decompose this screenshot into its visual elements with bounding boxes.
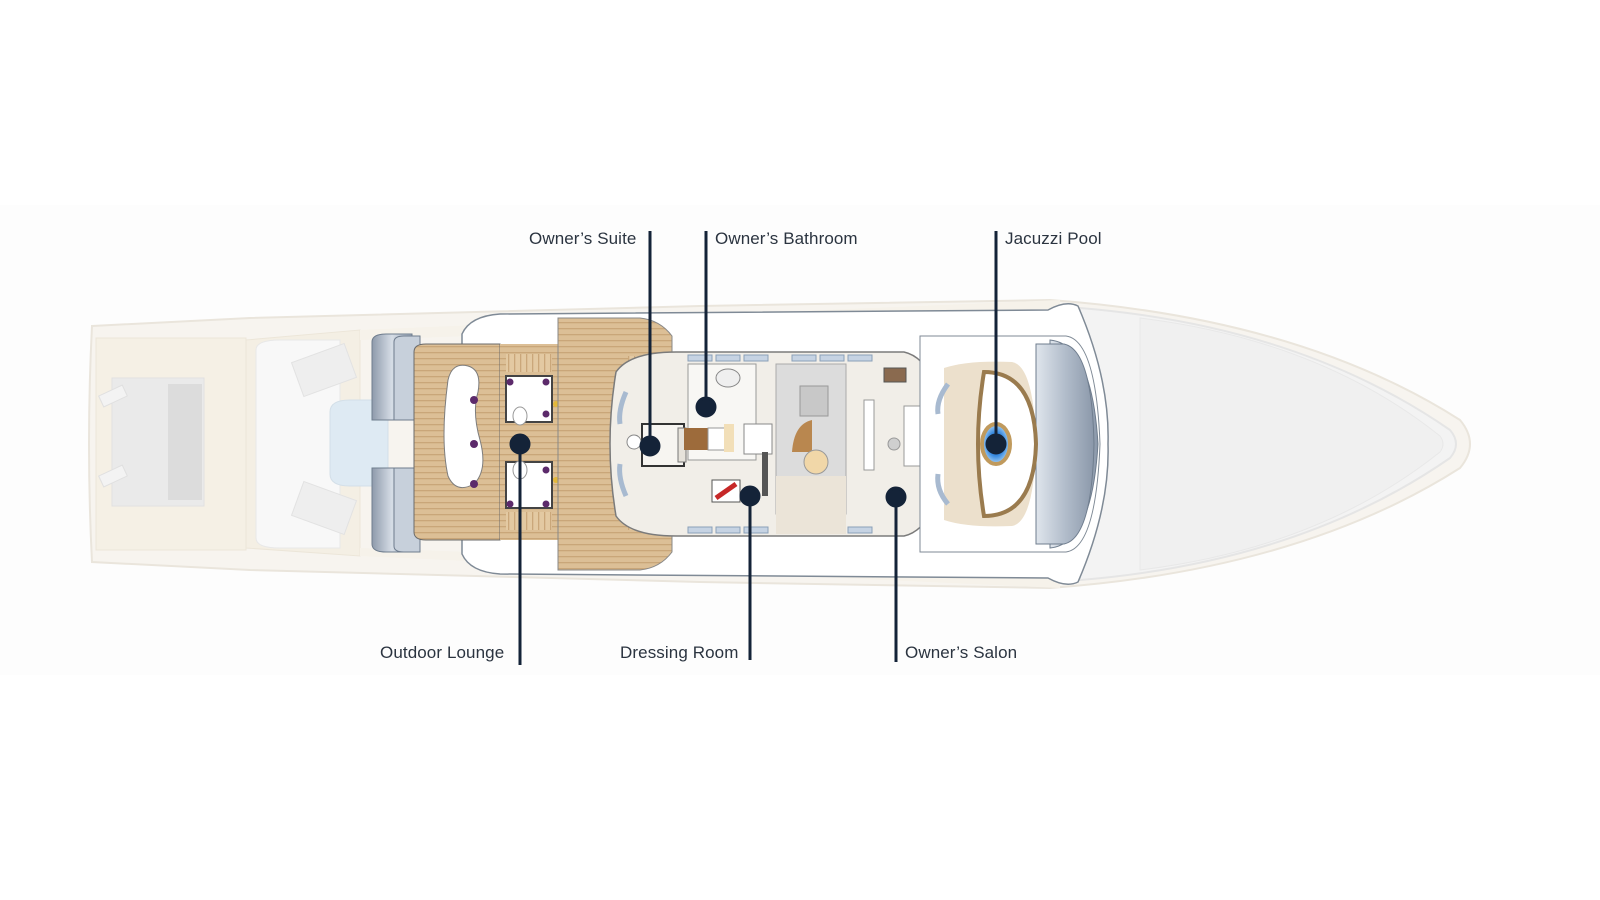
- marker-jacuzzi-pool: [985, 433, 1007, 455]
- marker-outdoor-lounge: [509, 433, 531, 455]
- label-jacuzzi-pool: Jacuzzi Pool: [1005, 229, 1102, 248]
- callout-leaders: [509, 231, 1007, 665]
- label-owners-salon: Owner’s Salon: [905, 643, 1018, 662]
- owners-deck: [371, 303, 1109, 585]
- label-outdoor-lounge: Outdoor Lounge: [380, 643, 505, 662]
- marker-dressing-room: [739, 485, 761, 507]
- label-owners-suite: Owner’s Suite: [529, 229, 637, 248]
- label-dressing-room: Dressing Room: [620, 643, 739, 662]
- label-owners-bathroom: Owner’s Bathroom: [715, 229, 858, 248]
- marker-owners-salon: [885, 486, 907, 508]
- marker-owners-bathroom: [695, 396, 717, 418]
- marker-owners-suite: [639, 435, 661, 457]
